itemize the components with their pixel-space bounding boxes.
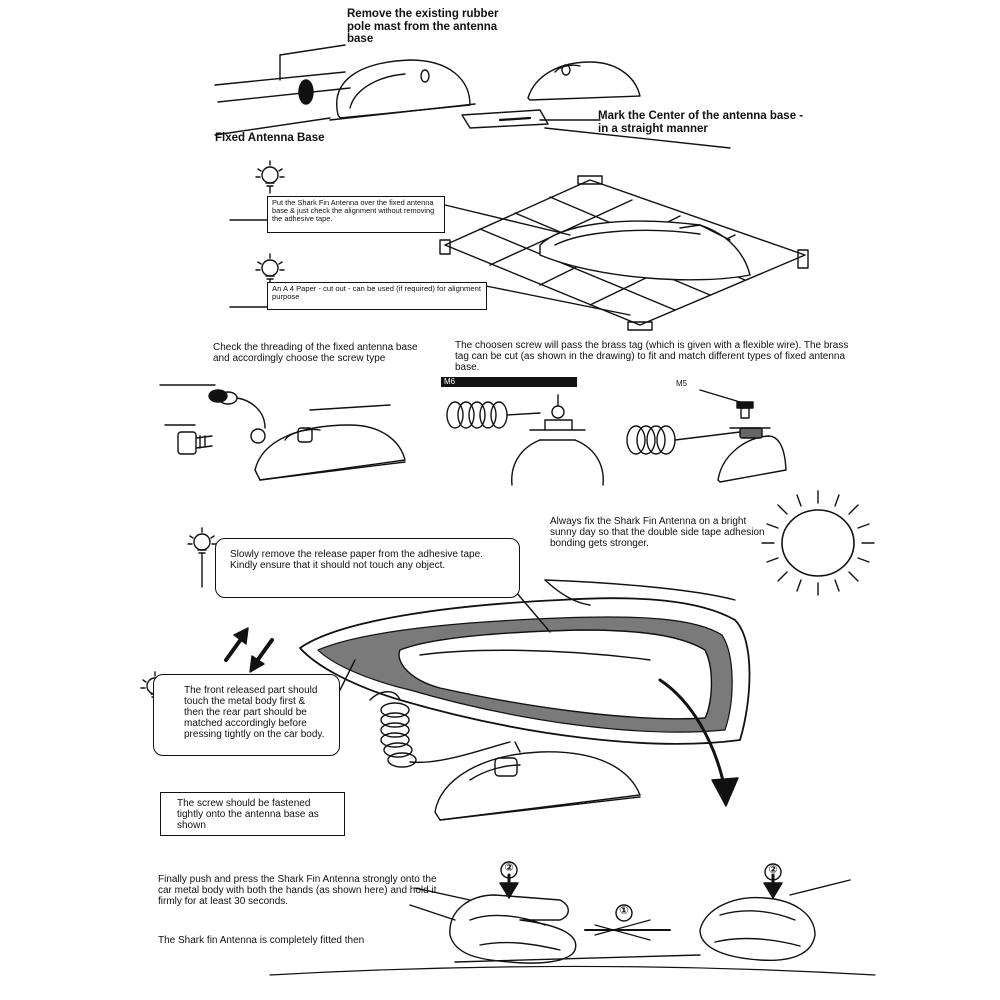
remove-mast-label: Remove the existing rubber pole mast fro… (347, 8, 499, 45)
brass-tag-label: The choosen screw will pass the brass ta… (455, 340, 849, 373)
step-marker-1: ① (619, 905, 629, 917)
front-part-text: The front released part should touch the… (184, 685, 325, 740)
coil-spring-icon (446, 401, 541, 429)
brass-tag-drawing (511, 394, 604, 486)
put-fin-note: Put the Shark Fin Antenna over the fixed… (267, 196, 445, 233)
m6-tag-bar: M6 (441, 377, 577, 387)
shark-fin-antenna-drawing (299, 579, 751, 768)
sunny-day-label: Always fix the Shark Fin Antenna on a br… (550, 516, 765, 549)
screw-fasten-text: The screw should be fastened tightly ont… (177, 798, 319, 831)
base-with-center-mark (461, 61, 731, 149)
alignment-grid (439, 175, 809, 331)
coil-spring-icon (208, 389, 266, 444)
sun-icon (761, 490, 875, 596)
fixed-base-label: Fixed Antenna Base (215, 132, 325, 144)
hand-icon (699, 879, 851, 962)
fixed-antenna-base-drawing (717, 427, 787, 483)
arrow-icon (658, 678, 739, 807)
bulb-icon (255, 160, 285, 194)
fixed-antenna-base-drawing (214, 59, 476, 136)
put-fin-text: Put the Shark Fin Antenna over the fixed… (272, 198, 435, 223)
release-paper-note: Slowly remove the release paper from the… (215, 538, 520, 598)
screw-fasten-note: The screw should be fastened tightly ont… (160, 792, 345, 836)
check-thread-label: Check the threading of the fixed antenna… (213, 342, 418, 364)
step-marker-2-right: ② (768, 864, 778, 876)
bulb-icon (187, 527, 217, 588)
a4-paper-note: An A 4 Paper - cut out - can be used (if… (267, 282, 487, 310)
m5-tag-label: M5 (676, 379, 688, 388)
m6-tag-label: M6 (444, 377, 456, 386)
press-hold-label: Finally push and press the Shark Fin Ant… (158, 874, 437, 907)
arrow-icon (224, 627, 274, 673)
release-paper-text: Slowly remove the release paper from the… (230, 549, 483, 571)
hand-icon (409, 887, 577, 964)
mark-center-label: Mark the Center of the antenna base - in… (598, 110, 804, 135)
screw-icon (699, 389, 754, 419)
front-part-note: The front released part should touch the… (153, 674, 340, 756)
screw-icon (177, 431, 213, 455)
fixed-antenna-base-drawing (254, 404, 406, 481)
arrow-icon (499, 873, 783, 899)
step-marker-2-left: ② (504, 862, 514, 874)
fixed-antenna-base-drawing (434, 741, 641, 821)
a4-paper-text: An A 4 Paper - cut out - can be used (if… (272, 284, 481, 302)
fitted-label: The Shark fin Antenna is completely fitt… (158, 935, 365, 946)
coil-spring-icon (626, 425, 741, 455)
